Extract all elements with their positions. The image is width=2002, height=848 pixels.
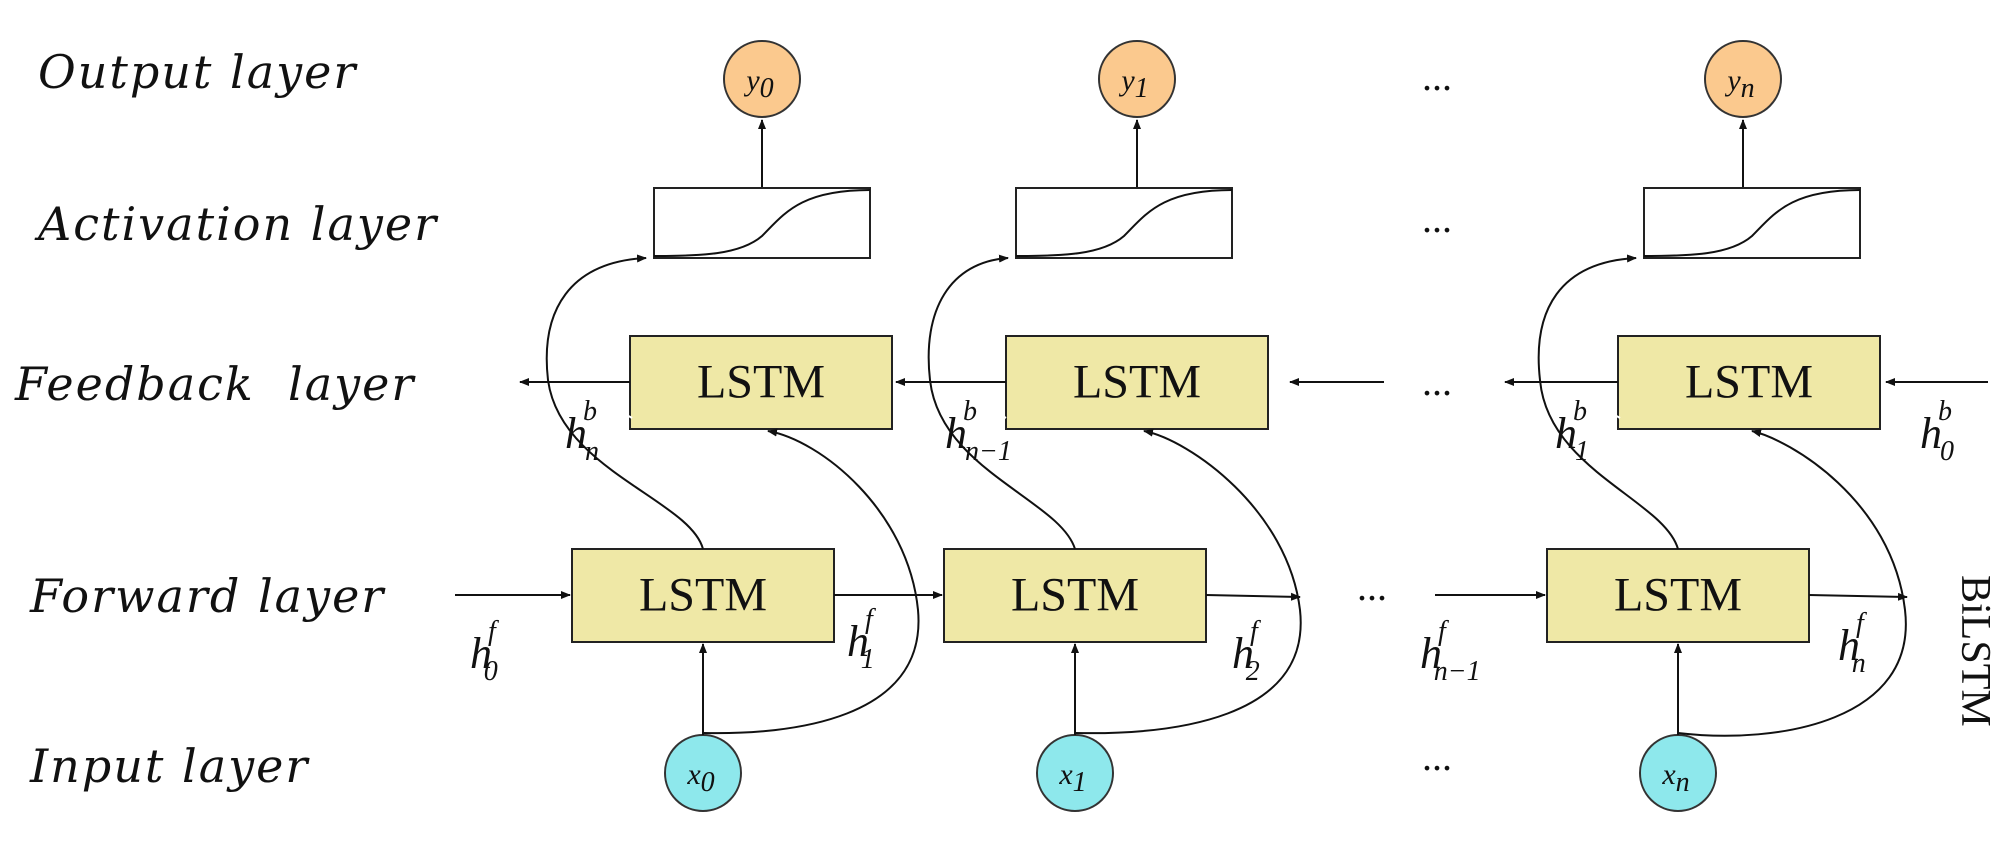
activation-box-1 [1015,187,1233,259]
input-node-n: xn [1639,734,1717,812]
bilstm-side-label: BiLSTM [1952,575,1998,727]
output-layer-label: Output layer [38,45,358,99]
feedback-lstm-n: LSTM [1617,335,1881,430]
output-node-1: y1 [1098,40,1176,118]
feedback-layer-label: Feedback layer [14,357,416,411]
edge-fwd0-act0 [545,254,704,550]
svg-text:LSTM: LSTM [1685,356,1813,409]
forward-layer-label: Forward layer [29,569,386,623]
edge-in0-fb0 [702,428,920,735]
activation-box-0 [653,187,871,259]
edge-inn-fbn [1677,429,1907,737]
svg-text:LSTM: LSTM [1073,356,1201,409]
ellipsis-forward: ... [1357,564,1387,609]
ellipsis-feedback: ... [1422,359,1452,404]
edge-in1-fb1 [1074,428,1302,735]
ellipsis-output: ... [1422,54,1452,99]
svg-text:yn: yn [1724,64,1754,104]
svg-text:LSTM: LSTM [1011,569,1139,622]
svg-text:LSTM: LSTM [639,569,767,622]
output-node-n: yn [1704,40,1782,118]
edge-fwd-out [1808,592,1908,601]
input-layer-label: Input layer [29,739,310,793]
svg-text:y0: y0 [743,64,773,104]
ellipsis-input: ... [1422,734,1452,779]
svg-text:x1: x1 [1058,758,1086,798]
activation-layer-label: Activation layer [34,197,439,251]
ellipsis-activation: ... [1422,196,1452,241]
edge-fwd1-act1 [927,254,1076,550]
svg-text:LSTM: LSTM [1614,569,1742,622]
feedback-lstm-0: LSTM [629,335,893,430]
input-node-0: x0 [664,734,742,812]
svg-text:LSTM: LSTM [697,356,825,409]
svg-text:x0: x0 [686,758,714,798]
forward-lstm-n: LSTM [1546,548,1810,643]
svg-text:xn: xn [1661,758,1689,798]
edge-fwd-1-2 [1205,592,1301,601]
activation-box-n [1643,187,1861,259]
feedback-lstm-1: LSTM [1005,335,1269,430]
svg-text:y1: y1 [1118,64,1148,104]
forward-lstm-0: LSTM [571,548,835,643]
forward-lstm-1: LSTM [943,548,1207,643]
edge-fwdn-actn [1537,254,1679,550]
input-node-1: x1 [1036,734,1114,812]
output-node-0: y0 [723,40,801,118]
